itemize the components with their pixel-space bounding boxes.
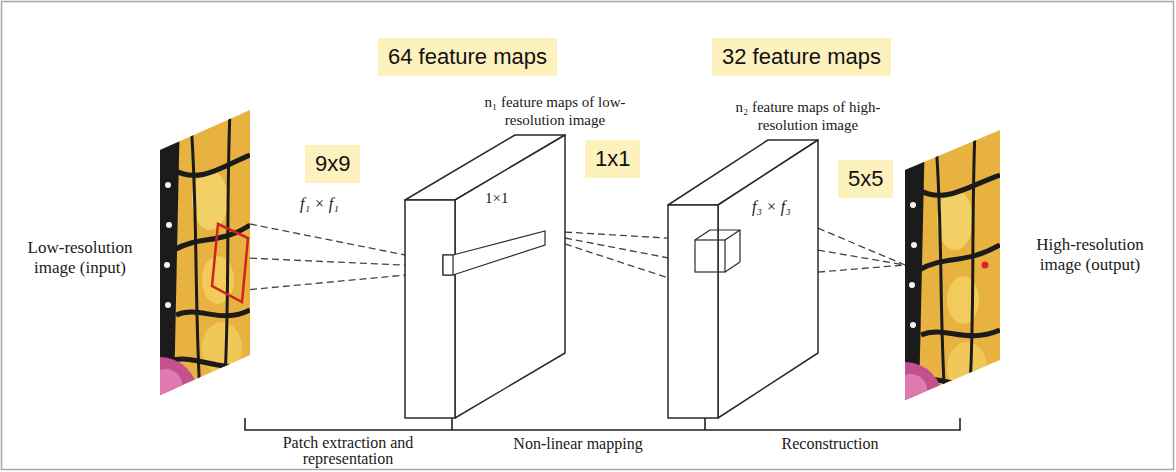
wing-border: [905, 130, 925, 400]
projection-line: [565, 244, 668, 278]
image-caption: Low-resolution image (input): [10, 238, 150, 279]
layer-heading: n₁ feature maps of low-resolution image: [465, 93, 645, 129]
filter-cube-back: [695, 230, 740, 272]
image-panel: Low-resolution image (input): [160, 110, 250, 395]
filter-rod-face: [443, 255, 453, 275]
wing-cell: [192, 170, 228, 230]
wing-cell: [947, 342, 987, 394]
flower-patch: [895, 374, 927, 406]
stage-bracket: [245, 418, 960, 430]
stage-label: Patch extraction and representation: [243, 435, 453, 467]
filter-cube-front: [695, 240, 725, 272]
size-highlight: 1x1: [585, 140, 640, 178]
highlight-text: 1x1: [595, 145, 630, 173]
size-highlight: 64 feature maps: [378, 38, 557, 76]
wing-vein: [919, 245, 1000, 270]
feature-map-block: [668, 140, 818, 418]
wing-vein: [190, 110, 200, 395]
wing-cell: [202, 256, 234, 304]
wing-border: [160, 110, 180, 395]
flower-patch: [122, 357, 198, 433]
projection-line: [250, 224, 405, 255]
projection-line: [565, 238, 668, 258]
block-side: [455, 135, 565, 418]
layer-heading: n₂ feature maps of high-resolution image: [718, 98, 898, 134]
wing-spot: [165, 302, 171, 308]
block-side: [718, 140, 818, 418]
wing-vein: [174, 225, 250, 250]
stage-label: Non-linear mapping: [513, 435, 642, 453]
wing-cell: [937, 190, 973, 250]
kernel-size: f₁ × f₁: [300, 195, 339, 213]
projection-line: [818, 250, 905, 265]
filter-size: 1×1: [485, 189, 508, 207]
butterfly-image: [160, 110, 250, 395]
size-highlight: 5x5: [838, 160, 893, 198]
wing-vein: [935, 130, 945, 400]
flower-patch: [867, 362, 943, 438]
feature-map-block: n₂ feature maps of high-resolution image: [668, 140, 818, 418]
size-highlight: 9x9: [305, 145, 360, 183]
projection-lines: [565, 232, 668, 278]
feature-map-block: [405, 135, 565, 418]
projection-line: [250, 258, 405, 265]
wing-vein: [224, 110, 230, 395]
butterfly-image: [905, 130, 1000, 400]
block-front: [405, 200, 455, 418]
kernel-size: f₃ × f₃: [752, 198, 791, 216]
flower-patch: [150, 369, 182, 401]
wing-spot: [166, 222, 172, 228]
projection-lines: [250, 224, 405, 290]
wing-vein: [174, 155, 250, 175]
projection-line: [565, 232, 668, 238]
projection-line: [818, 228, 905, 265]
feature-map-block: n₁ feature maps of low-resolution image1…: [405, 135, 565, 418]
wing-spot: [164, 262, 170, 268]
projection-line: [818, 265, 905, 272]
highlight-text: 5x5: [848, 165, 883, 193]
wing-spot: [909, 282, 915, 288]
wing-spot: [911, 242, 917, 248]
wing-fill: [905, 130, 1000, 400]
wing-fill: [160, 110, 250, 395]
wing-vein: [176, 310, 250, 316]
image-caption: High-resolution image (output): [1015, 235, 1165, 276]
wing-vein: [174, 359, 250, 367]
wing-spot: [910, 202, 916, 208]
projection-lines: [818, 228, 905, 272]
wing-spot: [165, 182, 171, 188]
block-front: [668, 205, 718, 418]
highlight-text: 9x9: [315, 150, 350, 178]
filter-rod: [443, 231, 545, 275]
wing-vein: [921, 330, 1000, 336]
wing-vein: [969, 130, 975, 400]
patch-marker: [212, 224, 248, 302]
projection-line: [250, 275, 405, 289]
wing-vein: [919, 175, 1000, 195]
size-highlight: 32 feature maps: [712, 38, 891, 76]
stage-label: Reconstruction: [782, 435, 879, 453]
wing-spot: [910, 322, 916, 328]
wing-cell: [947, 276, 979, 324]
highlight-text: 64 feature maps: [388, 43, 547, 71]
highlight-text: 32 feature maps: [722, 43, 881, 71]
pixel-marker: [982, 262, 989, 269]
image-panel: High-resolution image (output): [905, 130, 1000, 400]
